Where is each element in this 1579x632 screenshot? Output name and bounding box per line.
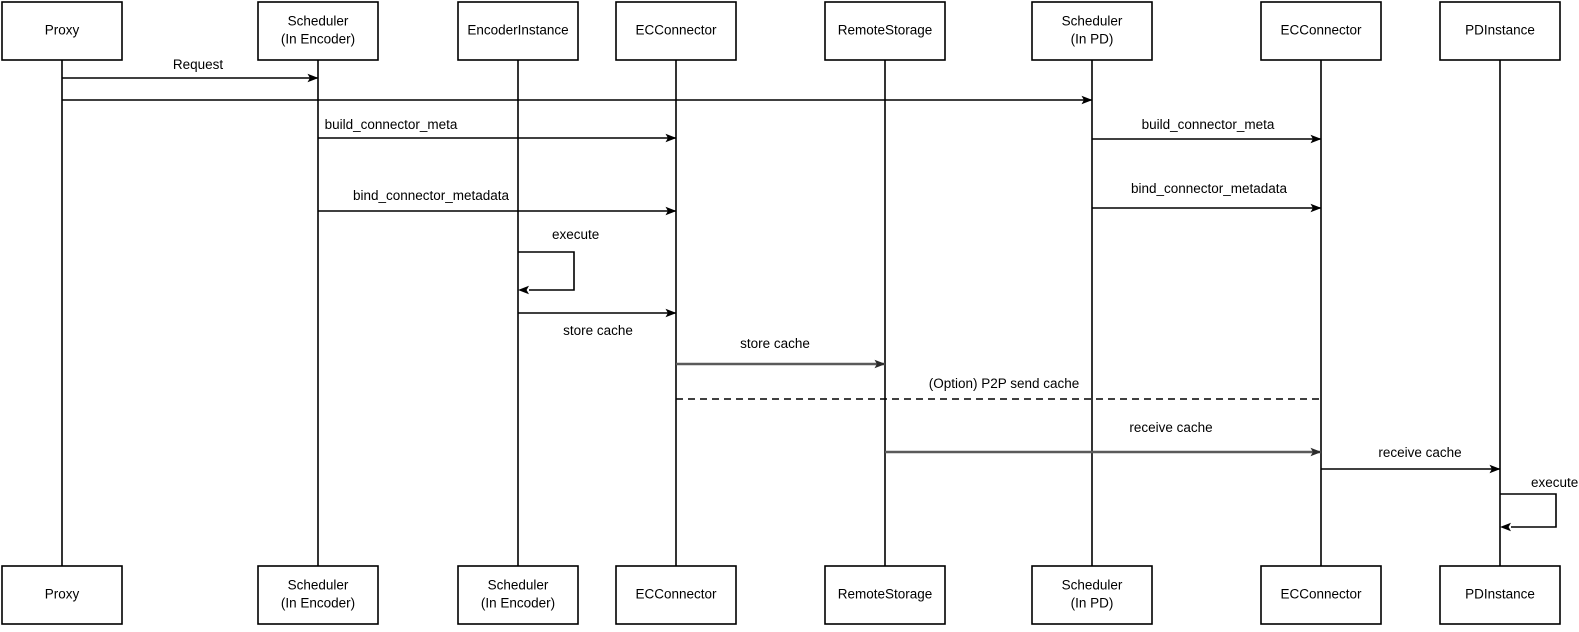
- participant-footer-label-scheduler-pd-footer: Scheduler: [1062, 578, 1123, 593]
- participant-header-sublabel-scheduler-pd: (In PD): [1071, 32, 1114, 47]
- self-calls-group: execute execute: [518, 227, 1578, 532]
- participant-footers-group: Proxy Scheduler (In Encoder) Scheduler (In E…: [1, 565, 1561, 625]
- participant-footer-sublabel-encoder-instance-footer: (In Encoder): [481, 596, 555, 611]
- participant-footer-proxy-footer[interactable]: [1, 565, 123, 625]
- self-call-arrowhead: [518, 285, 529, 295]
- participant-header-ecconnector-right[interactable]: [1260, 1, 1382, 61]
- message-label-m9: (Option) P2P send cache: [929, 376, 1080, 391]
- self-call-arrowhead: [1500, 522, 1511, 532]
- participant-header-scheduler-pd[interactable]: [1031, 1, 1153, 61]
- participant-header-sublabel-scheduler-encoder: (In Encoder): [281, 32, 355, 47]
- participant-header-label-scheduler-pd: Scheduler: [1062, 14, 1123, 29]
- participant-header-label-scheduler-encoder: Scheduler: [288, 14, 349, 29]
- participant-header-proxy[interactable]: [1, 1, 123, 61]
- participant-footer-label-pd-instance-footer: PDInstance: [1465, 587, 1535, 602]
- message-label-m4: build_connector_meta: [1142, 117, 1275, 132]
- participant-header-encoder-instance[interactable]: [457, 1, 579, 61]
- self-call-sc2[interactable]: [1500, 493, 1557, 528]
- participant-header-label-ecconnector-right: ECConnector: [1280, 23, 1362, 38]
- participant-footer-label-proxy-footer: Proxy: [45, 587, 80, 602]
- participant-header-label-encoder-instance: EncoderInstance: [467, 23, 568, 38]
- participant-header-label-proxy: Proxy: [45, 23, 80, 38]
- participant-footer-label-ecconnector-left-footer: ECConnector: [635, 587, 717, 602]
- lifelines-group: [61, 60, 1501, 566]
- message-label-m6: bind_connector_metadata: [1131, 181, 1288, 196]
- participant-footer-sublabel-scheduler-pd-footer: (In PD): [1071, 596, 1114, 611]
- participant-footer-pd-instance-footer[interactable]: [1439, 565, 1561, 625]
- participant-headers-group: Proxy Scheduler (In Encoder) EncoderInstanc…: [1, 1, 1561, 61]
- participant-footer-scheduler-encoder-footer[interactable]: [257, 565, 379, 625]
- message-label-m5: bind_connector_metadata: [353, 188, 510, 203]
- message-label-m3: build_connector_meta: [325, 117, 458, 132]
- participant-footer-ecconnector-right-footer[interactable]: [1260, 565, 1382, 625]
- message-label-m8: store cache: [740, 336, 810, 351]
- participant-header-pd-instance[interactable]: [1439, 1, 1561, 61]
- message-label-m10: receive cache: [1129, 420, 1212, 435]
- participant-footer-encoder-instance-footer[interactable]: [457, 565, 579, 625]
- message-label-m11: receive cache: [1378, 445, 1461, 460]
- participant-footer-scheduler-pd-footer[interactable]: [1031, 565, 1153, 625]
- participant-footer-sublabel-scheduler-encoder-footer: (In Encoder): [281, 596, 355, 611]
- message-label-m1: Request: [173, 57, 224, 72]
- messages-group: Request build_connector_meta build_connect…: [62, 57, 1501, 474]
- participant-footer-ecconnector-left-footer[interactable]: [615, 565, 737, 625]
- participant-header-label-ecconnector-left: ECConnector: [635, 23, 717, 38]
- self-call-label-sc1: execute: [552, 227, 599, 242]
- participant-header-scheduler-encoder[interactable]: [257, 1, 379, 61]
- participant-header-remote-storage[interactable]: [824, 1, 946, 61]
- participant-footer-label-scheduler-encoder-footer: Scheduler: [288, 578, 349, 593]
- participant-footer-remote-storage-footer[interactable]: [824, 565, 946, 625]
- message-label-m7: store cache: [563, 323, 633, 338]
- participant-footer-label-encoder-instance-footer: Scheduler: [488, 578, 549, 593]
- participant-footer-label-remote-storage-footer: RemoteStorage: [838, 587, 933, 602]
- participant-header-label-pd-instance: PDInstance: [1465, 23, 1535, 38]
- participant-footer-label-ecconnector-right-footer: ECConnector: [1280, 587, 1362, 602]
- participant-header-ecconnector-left[interactable]: [615, 1, 737, 61]
- participant-header-label-remote-storage: RemoteStorage: [838, 23, 933, 38]
- self-call-label-sc2: execute: [1531, 475, 1578, 490]
- self-call-sc1[interactable]: [518, 251, 575, 291]
